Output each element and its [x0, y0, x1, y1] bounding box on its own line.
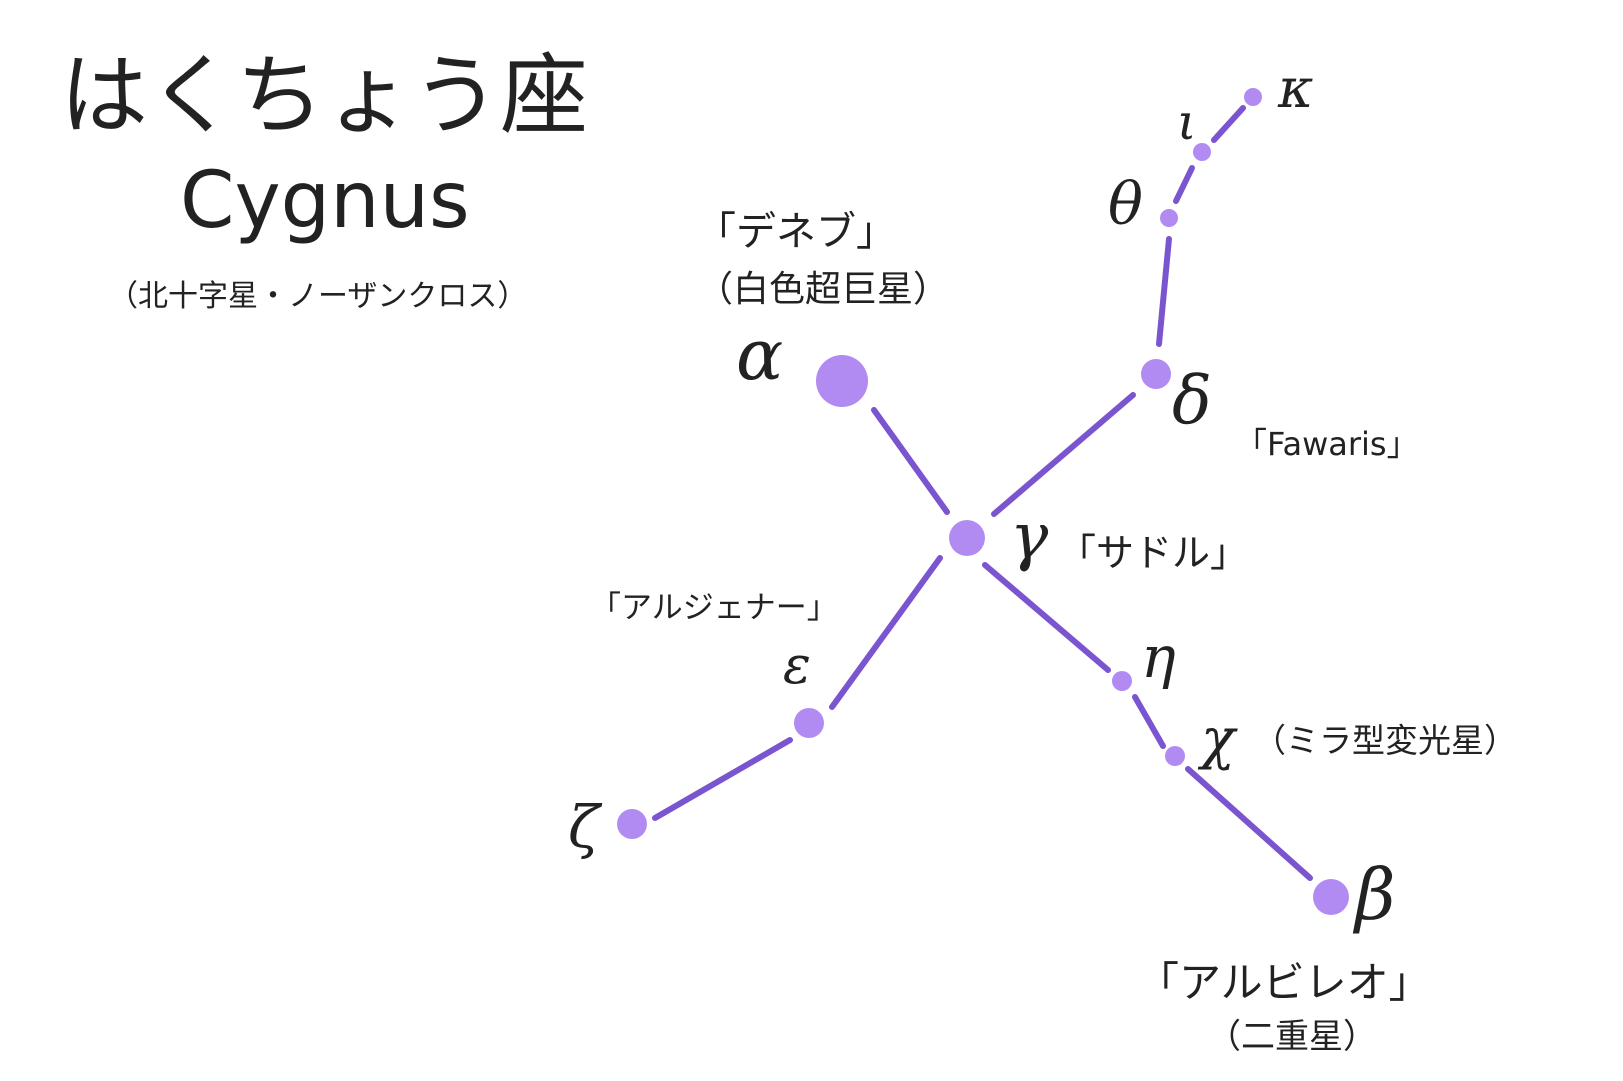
- greek-label-beta: β: [1355, 854, 1396, 936]
- title-japanese: はくちょう座: [60, 44, 589, 147]
- line-eta-chi: [1132, 694, 1166, 749]
- greek-label-zeta: ζ: [568, 793, 600, 861]
- star-note-beta: （二重星）: [1207, 1017, 1377, 1057]
- star-note-alpha: （白色超巨星）: [697, 269, 950, 310]
- line-delta-theta: [1156, 236, 1172, 347]
- constellation-stars: [617, 88, 1349, 915]
- star-chi: [1165, 746, 1185, 766]
- star-zeta: [617, 809, 647, 839]
- greek-label-alpha: α: [736, 314, 784, 396]
- greek-label-epsilon: ε: [783, 636, 811, 696]
- line-epsilon-zeta: [652, 737, 793, 821]
- title-subtitle: （北十字星・ノーザンクロス）: [108, 279, 528, 314]
- star-name-delta: 「Fawaris」: [1235, 425, 1419, 463]
- star-name-alpha: 「デネブ」: [696, 209, 896, 255]
- greek-label-chi: χ: [1201, 707, 1235, 772]
- star-iota: [1193, 143, 1211, 161]
- greek-label-eta: η: [1141, 623, 1176, 691]
- line-delta-gamma: [991, 392, 1136, 517]
- star-name-epsilon: 「アルジェナー」: [590, 590, 838, 626]
- greek-label-gamma: γ: [1010, 500, 1049, 574]
- star-name-beta: 「アルビレオ」: [1137, 958, 1431, 1007]
- star-eta: [1112, 671, 1132, 691]
- star-gamma: [949, 520, 985, 556]
- line-alpha-gamma: [871, 407, 950, 515]
- star-epsilon: [794, 708, 824, 738]
- star-alpha: [816, 355, 868, 407]
- star-kappa: [1244, 88, 1262, 106]
- star-delta: [1141, 359, 1171, 389]
- greek-label-delta: δ: [1172, 362, 1212, 439]
- constellation-lines: [652, 105, 1313, 881]
- star-name-gamma: 「サドル」: [1058, 531, 1249, 575]
- line-chi-beta: [1185, 766, 1313, 881]
- greek-label-theta: θ: [1108, 170, 1143, 238]
- star-theta: [1160, 209, 1178, 227]
- greek-label-kappa: κ: [1278, 57, 1314, 120]
- line-gamma-epsilon: [829, 555, 943, 710]
- line-iota-kappa: [1211, 105, 1246, 143]
- star-note-chi: （ミラ型変光星）: [1253, 721, 1517, 760]
- star-beta: [1313, 879, 1349, 915]
- greek-label-iota: ι: [1177, 93, 1197, 151]
- line-theta-iota: [1173, 165, 1195, 204]
- line-gamma-eta: [982, 562, 1111, 673]
- title-latin: Cygnus: [180, 156, 470, 246]
